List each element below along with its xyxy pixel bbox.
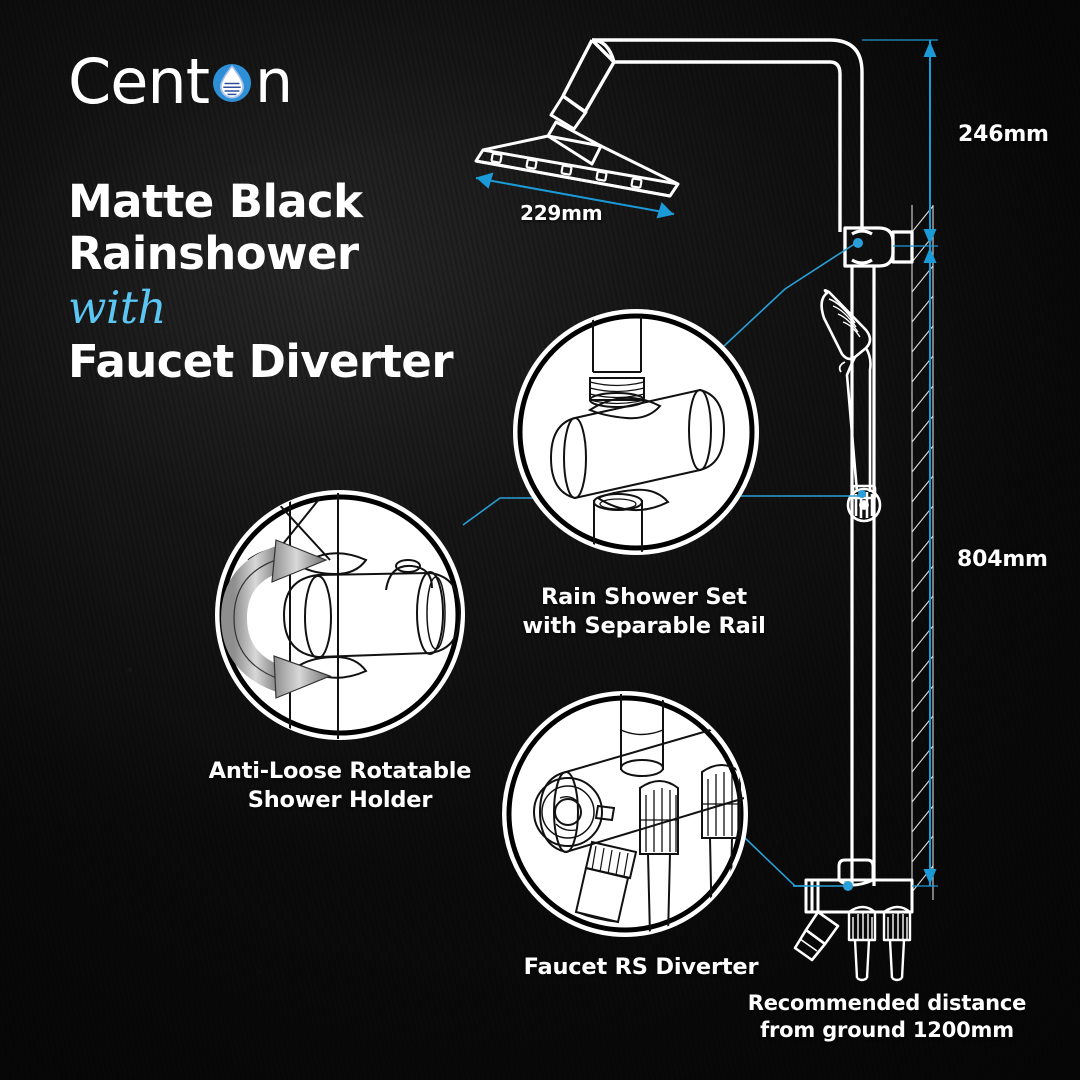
water-droplet-icon: [210, 60, 254, 104]
note-line-1: Recommended distance: [747, 991, 1027, 1015]
rain-shower-head: [474, 94, 680, 198]
headline-line-2: Rainshower: [68, 227, 359, 280]
recommended-distance-note: Recommended distance from ground 1200mm: [742, 990, 1032, 1044]
dimension-lines: [475, 39, 938, 887]
caption-separable-rail: Rain Shower Set with Separable Rail: [489, 583, 799, 641]
caption-line-2: Shower Holder: [247, 787, 433, 813]
wall-bracket: [843, 226, 914, 268]
brand-logo: Cent n: [68, 45, 293, 118]
caption-faucet-diverter: Faucet RS Diverter: [486, 953, 796, 982]
caption-line-2: with Separable Rail: [522, 613, 766, 639]
dimension-label-246mm: 246mm: [958, 122, 1049, 147]
headline-line-3: with: [68, 281, 166, 334]
logo-text-before: Cent: [68, 45, 210, 118]
handheld-shower: [820, 288, 877, 500]
callout-rotatable-holder[interactable]: [215, 490, 465, 740]
callout-faucet-diverter[interactable]: [502, 690, 762, 937]
diverter-spout: [793, 910, 840, 962]
caption-rotatable-holder: Anti-Loose Rotatable Shower Holder: [185, 757, 495, 815]
note-line-2: from ground 1200mm: [760, 1018, 1014, 1042]
gooseneck-riser-arm: [561, 38, 864, 232]
callout-separable-rail[interactable]: [513, 309, 759, 556]
caption-line-1: Rain Shower Set: [541, 584, 747, 610]
slide-rail: [850, 266, 876, 886]
caption-line-1: Faucet RS Diverter: [523, 954, 759, 980]
caption-line-1: Anti-Loose Rotatable: [208, 758, 472, 784]
callout-leader-lines: [462, 238, 866, 891]
logo-text-after: n: [255, 47, 293, 117]
valve-handles: [847, 905, 912, 982]
headline-line-4: Faucet Diverter: [68, 335, 454, 388]
page-title: Matte Black Rainshower with Faucet Diver…: [68, 176, 498, 388]
headline-line-1: Matte Black: [68, 175, 363, 228]
dimension-label-229mm: 229mm: [520, 201, 603, 225]
dimension-label-804mm: 804mm: [957, 547, 1048, 572]
